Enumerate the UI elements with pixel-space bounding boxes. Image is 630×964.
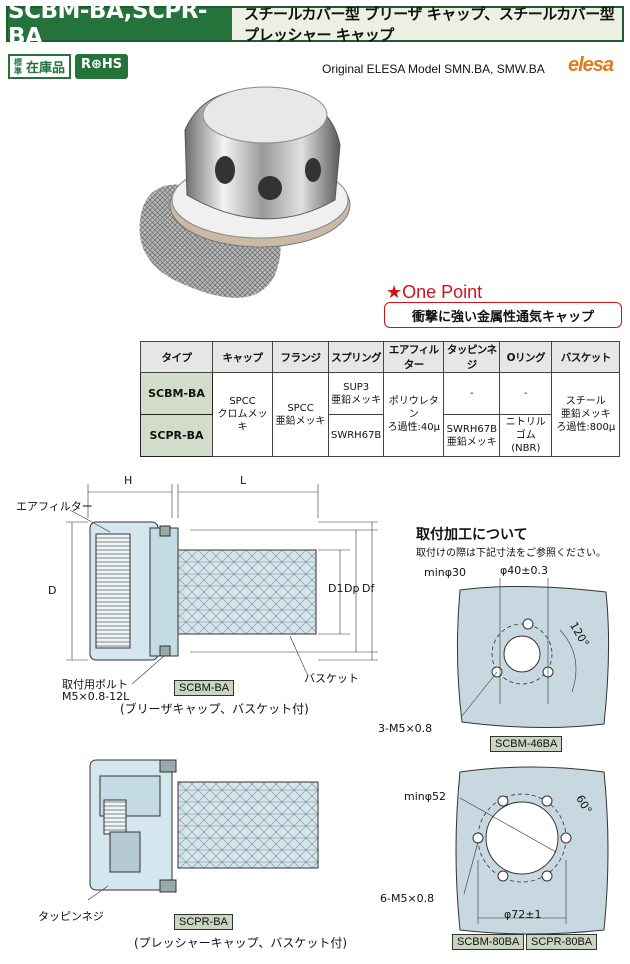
stock-badge: 標準 在庫品 [8,54,72,79]
dim-d: D [48,584,57,597]
table-header: タイプ [140,341,213,373]
rohs-badge: R⊕HS [75,54,129,79]
spring-cell-2: SWRH67B [327,414,385,457]
dim-d1: D1 [328,582,344,595]
screw-cell-1: - [443,372,501,415]
screw-cell-2: SWRH67B 亜鉛メッキ [443,414,501,457]
table-header: タッピンネジ [443,341,501,373]
oring-cell-2: ニトリルゴム (NBR) [499,414,553,457]
mount-title: 取付加工について [416,527,528,543]
label-air-filter: エアフィルター [16,500,93,513]
caption-scpr: (プレッシャーキャップ、バスケット付) [134,936,348,950]
product-model: SCBM-BA,SCPR-BA [8,0,232,50]
caption-scbm: (ブリーザキャップ、バスケット付) [120,702,309,716]
label-bolt-size: M5×0.8-12L [62,690,130,703]
one-point-title: ★One Point [386,282,483,302]
badges: 標準 在庫品 R⊕HS [8,54,129,79]
flange-cell: SPCC 亜鉛メッキ [272,372,329,457]
label-basket: バスケット [304,672,359,685]
label-d40: φ40±0.3 [500,564,548,577]
type-cell-scbm: SCBM-BA [140,372,213,415]
table-header: エアフィルター [383,341,445,373]
product-photo [139,86,351,298]
stock-badge-small: 標準 [14,57,22,76]
tag-scbm-ba: SCBM-BA [174,680,235,696]
elesa-logo: elesa [568,54,614,76]
cap-cell: SPCC クロムメッキ [212,372,273,457]
dim-l: L [240,474,247,487]
scpr-section [87,759,319,901]
filter-cell: ポリウレタン ろ過性:40μ [383,372,445,457]
table-header: スプリング [327,341,385,373]
type-cell-scpr: SCPR-BA [140,414,213,457]
tag-scbm-46ba: SCBM-46BA [490,736,563,752]
one-point-box: 衝撃に強い金属性通気キャップ [384,302,622,328]
original-model-text: Original ELESA Model SMN.BA, SMW.BA [322,62,545,76]
tag-scpr-80ba: SCPR-80BA [526,934,598,950]
basket-cell: スチール 亜鉛メッキ ろ過性:800μ [551,372,621,457]
dim-h: H [124,474,133,487]
label-tapping-screw: タッピンネジ [38,910,104,923]
mount-diagram-46 [456,578,610,729]
mount-note: 取付けの際は下記寸法をご参照ください。 [416,548,606,559]
technical-drawing [66,484,610,935]
product-title: スチールカバー型 ブリーザ キャップ、スチールカバー型 プレッシャー キャップ [232,5,622,44]
tag-scbm-80ba: SCBM-80BA [452,934,525,950]
label-min30: minφ30 [424,566,466,579]
label-bolt: 取付用ボルト [62,678,128,691]
header-bar: SCBM-BA,SCPR-BA スチールカバー型 ブリーザ キャップ、スチールカ… [6,0,624,50]
table-header: キャップ [212,341,273,373]
dim-df: Df [362,582,375,595]
table-header: Oリング [499,341,553,373]
mount-diagram-80 [455,766,609,935]
table-header: バスケット [551,341,621,373]
scbm-section [66,484,378,685]
tag-scpr-ba: SCPR-BA [174,914,233,930]
table-header: フランジ [272,341,329,373]
stock-badge-label: 在庫品 [26,61,66,76]
spring-cell-1: SUP3 亜鉛メッキ [327,372,385,415]
spec-table: タイプ キャップ フランジ スプリング エアフィルター タッピンネジ Oリング … [140,341,621,457]
dim-dp: Dp [344,582,360,595]
label-min52: minφ52 [404,790,446,803]
label-6m5: 6-M5×0.8 [380,892,435,905]
oring-cell-1: - [499,372,553,415]
label-3m5: 3-M5×0.8 [378,722,433,735]
label-d72: φ72±1 [504,908,542,921]
